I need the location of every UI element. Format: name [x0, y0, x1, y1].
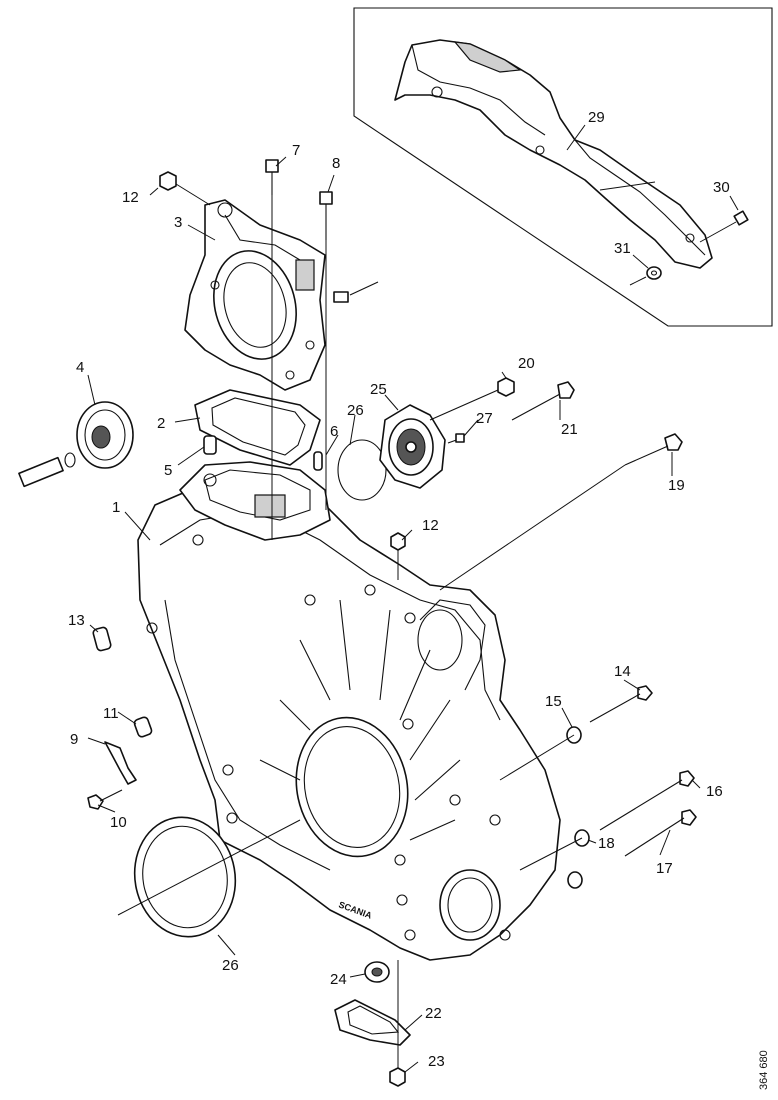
dowel-pins	[92, 435, 323, 738]
callout-27: 27	[476, 410, 493, 427]
crankshaft-seal	[117, 816, 301, 938]
callout-6: 6	[330, 423, 338, 440]
callout-26-oring: 26	[347, 402, 364, 419]
inset-panel	[353, 7, 773, 327]
housing-bolts-right	[499, 685, 697, 889]
callout-23: 23	[428, 1053, 445, 1070]
callout-9: 9	[70, 731, 78, 748]
pump-bolts	[429, 377, 683, 591]
front-cover	[184, 199, 326, 391]
cover-bolts	[265, 159, 333, 540]
callout-19: 19	[668, 477, 685, 494]
sensor-bracket	[87, 741, 137, 810]
pump-unit	[379, 404, 446, 489]
guard-bolt	[699, 210, 749, 243]
bottom-parts	[334, 960, 411, 1087]
nut-top	[159, 171, 211, 206]
callout-13: 13	[68, 612, 85, 629]
side-bolt	[333, 281, 379, 303]
idler-gear	[18, 401, 134, 488]
flywheel-guard	[394, 39, 713, 269]
callout-15: 15	[545, 693, 562, 710]
callout-4: 4	[76, 359, 84, 376]
callout-30: 30	[713, 179, 730, 196]
callout-17: 17	[656, 860, 673, 877]
callout-5: 5	[164, 462, 172, 479]
callout-25: 25	[370, 381, 387, 398]
callout-26-seal: 26	[222, 957, 239, 974]
callout-7: 7	[292, 142, 300, 159]
leader-lines	[87, 156, 701, 1073]
callout-21: 21	[561, 421, 578, 438]
callout-16: 16	[706, 783, 723, 800]
flywheel-housing: SCANIA	[137, 469, 561, 961]
nut-right	[390, 532, 406, 580]
callout-22: 22	[425, 1005, 442, 1022]
callout-12-right: 12	[422, 517, 439, 534]
callout-1: 1	[112, 499, 120, 516]
callout-2: 2	[157, 415, 165, 432]
housing-bolt-holes	[146, 534, 511, 941]
callout-labels: 1 2 3 4 5 6 7 8 9 10 11 12 12 13 14 15 1…	[68, 109, 730, 1070]
callout-31: 31	[614, 240, 631, 257]
timing-case-upper	[179, 461, 331, 541]
guard-washer	[629, 266, 662, 286]
pump-o-ring	[337, 439, 387, 501]
callout-8: 8	[332, 155, 340, 172]
callout-29: 29	[588, 109, 605, 126]
callout-10: 10	[110, 814, 127, 831]
callout-11: 11	[103, 705, 119, 722]
callout-12-top: 12	[122, 189, 139, 206]
callout-20: 20	[518, 355, 535, 372]
reference-number: 364 680	[758, 1050, 770, 1090]
callout-24: 24	[330, 971, 347, 988]
callout-18: 18	[598, 835, 615, 852]
callout-14: 14	[614, 663, 631, 680]
callout-3: 3	[174, 214, 182, 231]
